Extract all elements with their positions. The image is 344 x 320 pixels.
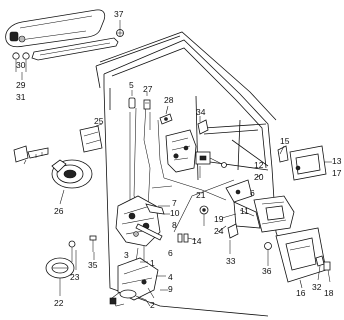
callout-8: 8 bbox=[172, 220, 177, 230]
callout-37: 37 bbox=[114, 9, 124, 19]
lock-knob-5 bbox=[128, 97, 136, 109]
clip-33 bbox=[227, 223, 239, 239]
spring-clip-14 bbox=[177, 233, 189, 243]
callout-6-lower: 6 bbox=[168, 248, 173, 258]
callout-14: 14 bbox=[192, 236, 202, 246]
callout-5: 5 bbox=[129, 80, 134, 90]
callout-6-upper: 6 bbox=[250, 188, 255, 198]
callout-36: 36 bbox=[262, 266, 272, 276]
callout-21: 21 bbox=[196, 190, 206, 200]
clip-37 bbox=[116, 29, 124, 37]
clip-27 bbox=[143, 99, 151, 110]
screw-35 bbox=[89, 235, 97, 252]
callout-28: 28 bbox=[164, 95, 174, 105]
callout-24: 24 bbox=[214, 226, 224, 236]
callout-3: 3 bbox=[124, 250, 129, 260]
door-frame bbox=[95, 31, 281, 317]
callout-22: 22 bbox=[54, 298, 64, 308]
clip-28 bbox=[159, 113, 173, 125]
door-lock-actuator-lower bbox=[117, 257, 159, 307]
callout-17: 17 bbox=[332, 168, 342, 178]
callout-33: 33 bbox=[226, 256, 236, 266]
callout-30: 30 bbox=[16, 60, 26, 70]
callout-16: 16 bbox=[296, 288, 306, 298]
harness-connector bbox=[109, 291, 125, 307]
door-latch-assembly bbox=[115, 195, 163, 247]
screw-23 bbox=[68, 240, 76, 262]
callout-4: 4 bbox=[168, 272, 173, 282]
rod-guide-21 bbox=[199, 205, 209, 215]
callout-29: 29 bbox=[16, 80, 26, 90]
outer-door-handle bbox=[5, 9, 106, 48]
key bbox=[13, 145, 49, 163]
callout-7: 7 bbox=[172, 198, 177, 208]
screw-36 bbox=[264, 242, 272, 262]
clip-34 bbox=[197, 119, 209, 135]
callout-1: 1 bbox=[150, 258, 155, 268]
callout-2: 2 bbox=[150, 300, 155, 310]
callout-20: 20 bbox=[254, 172, 264, 182]
callout-11: 11 bbox=[240, 206, 249, 216]
inside-handle-bracket bbox=[225, 179, 261, 229]
callout-19: 19 bbox=[214, 214, 224, 224]
lock-actuator bbox=[195, 151, 227, 168]
leader-lines bbox=[21, 20, 332, 299]
callout-18: 18 bbox=[324, 288, 334, 298]
outer-handle-gasket bbox=[31, 37, 119, 61]
callout-9: 9 bbox=[168, 284, 173, 294]
screw-cap-32-18 bbox=[315, 255, 331, 271]
door-handle-escutcheon bbox=[289, 145, 327, 181]
inside-handle-bezel bbox=[275, 227, 327, 283]
callout-23: 23 bbox=[70, 272, 80, 282]
inside-handle-mechanism bbox=[165, 129, 197, 173]
callout-27: 27 bbox=[143, 84, 153, 94]
callout-31: 31 bbox=[16, 92, 26, 102]
callout-25: 25 bbox=[94, 116, 104, 126]
callout-35: 35 bbox=[88, 260, 98, 270]
callout-12: 12 bbox=[254, 160, 264, 170]
callout-15: 15 bbox=[280, 136, 290, 146]
callout-32: 32 bbox=[312, 282, 322, 292]
handle-screws bbox=[12, 52, 30, 72]
door-lock-cylinder bbox=[51, 159, 93, 189]
inside-handle bbox=[253, 195, 295, 233]
callout-26: 26 bbox=[54, 206, 64, 216]
callout-10: 10 bbox=[170, 208, 180, 218]
callout-34: 34 bbox=[196, 107, 206, 117]
callout-13: 13 bbox=[332, 156, 342, 166]
cylinder-retainer-25 bbox=[79, 125, 103, 153]
callout-labels: 37 30 29 31 25 26 5 27 28 34 12 20 15 13… bbox=[16, 9, 342, 310]
